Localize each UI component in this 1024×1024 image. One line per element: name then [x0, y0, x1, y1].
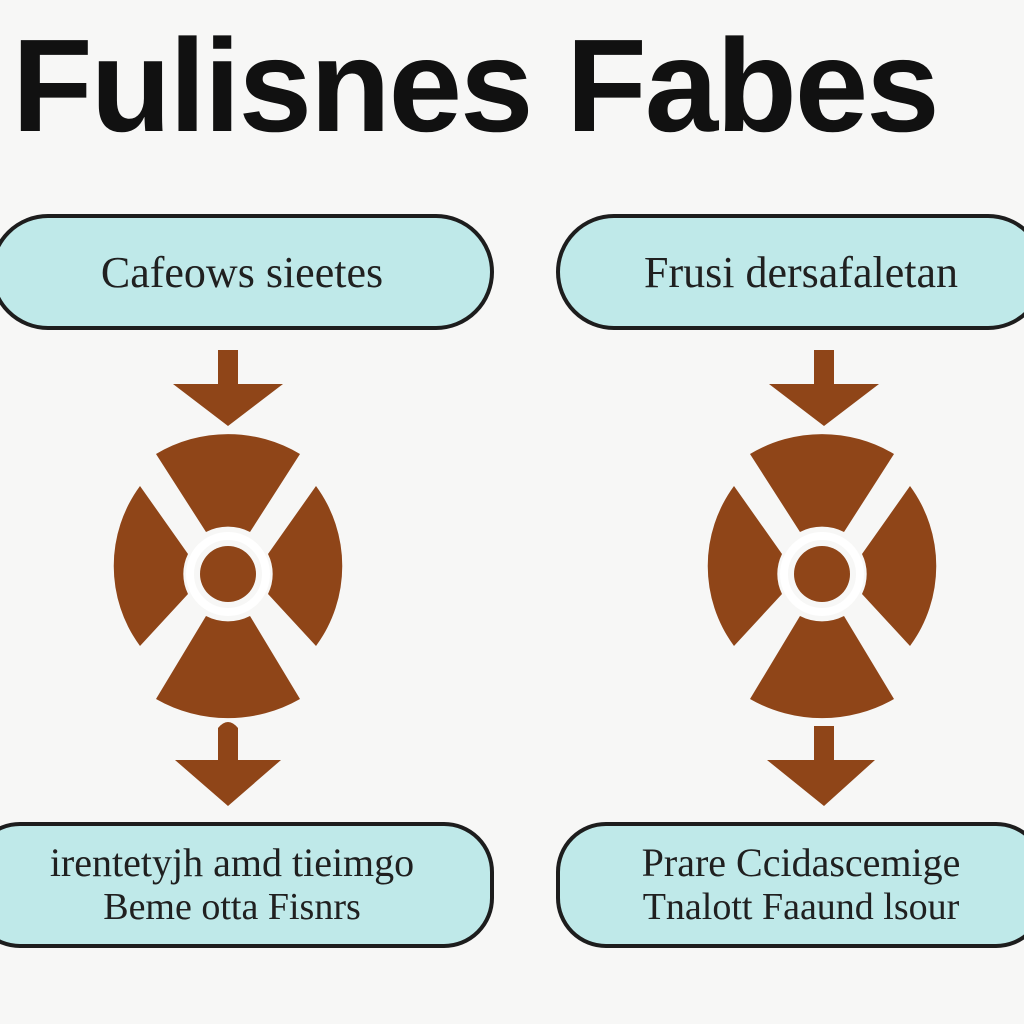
right-bottom-box-line-2: Tnalott Faaund lsour	[642, 886, 960, 929]
page-title: Fulisnes Fabes	[12, 12, 940, 159]
left-top-box: Cafeows sieetes	[0, 214, 494, 330]
down-arrow-icon	[767, 726, 875, 806]
right-top-box-label: Frusi dersafaletan	[644, 247, 958, 297]
left-bottom-box-line-2: Beme otta Fisnrs	[103, 886, 361, 929]
left-top-box-label: Cafeows sieetes	[100, 247, 384, 297]
four-segment-wheel-icon	[113, 434, 343, 719]
right-bottom-box: Prare Ccidascemige Tnalott Faaund lsour	[556, 822, 1024, 948]
left-bottom-box: irentetyjh amd tieimgo Beme otta Fisnrs	[0, 822, 494, 948]
down-arrow-icon	[175, 722, 281, 806]
right-bottom-box-line-1: Prare Ccidascemige	[641, 840, 961, 886]
right-top-box: Frusi dersafaletan	[556, 214, 1024, 330]
four-segment-wheel-icon	[707, 434, 937, 719]
left-bottom-box-line-1: irentetyjh amd tieimgo	[49, 840, 415, 886]
down-arrow-icon	[769, 350, 879, 426]
down-arrow-icon	[173, 350, 283, 426]
